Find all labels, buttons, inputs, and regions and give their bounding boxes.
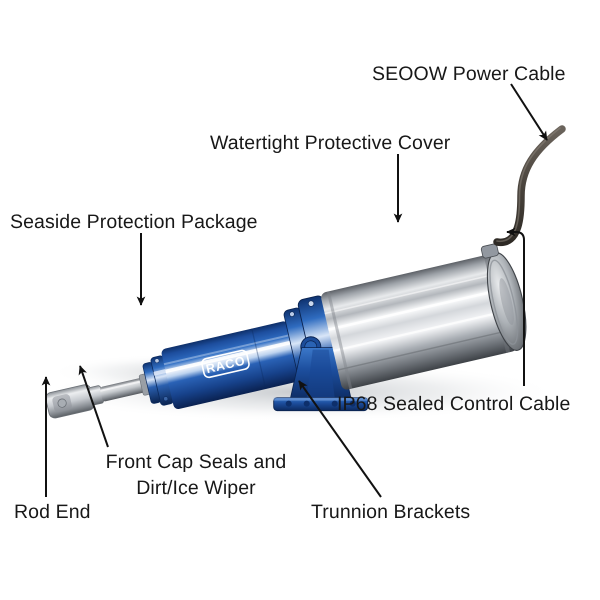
watertight-protective-cover-tube xyxy=(321,254,517,390)
rod-end-clevis xyxy=(45,384,104,419)
leader-front-cap-seals xyxy=(78,365,109,448)
label-trunnion-brackets: Trunnion Brackets xyxy=(311,501,471,523)
label-seoow-power-cable: SEOOW Power Cable xyxy=(372,63,566,85)
raco-logo-badge: RACO xyxy=(201,349,250,379)
label-rod-end: Rod End xyxy=(14,501,91,523)
label-front-cap-seals-and-wiper: Front Cap Seals and Dirt/Ice Wiper xyxy=(96,450,296,501)
label-front-cap-seals-line2: Dirt/Ice Wiper xyxy=(136,476,256,499)
leader-trunnion-brackets xyxy=(298,380,382,498)
front-cap-seal-assembly xyxy=(142,355,174,406)
label-ip68-sealed-control-cable: IP68 Sealed Control Cable xyxy=(337,393,571,415)
blue-cylinder-barrel xyxy=(161,321,301,410)
label-watertight-protective-cover: Watertight Protective Cover xyxy=(210,132,451,154)
actuator-assembly: RACO xyxy=(45,243,527,419)
rear-end-cap xyxy=(480,243,527,351)
label-seaside-protection-package: Seaside Protection Package xyxy=(10,211,258,233)
label-front-cap-seals-line1: Front Cap Seals and xyxy=(105,451,287,473)
cable-gland xyxy=(480,243,499,259)
leader-ip68-sealed-control-cable xyxy=(506,227,525,386)
leader-seoow-power-cable xyxy=(510,83,548,141)
